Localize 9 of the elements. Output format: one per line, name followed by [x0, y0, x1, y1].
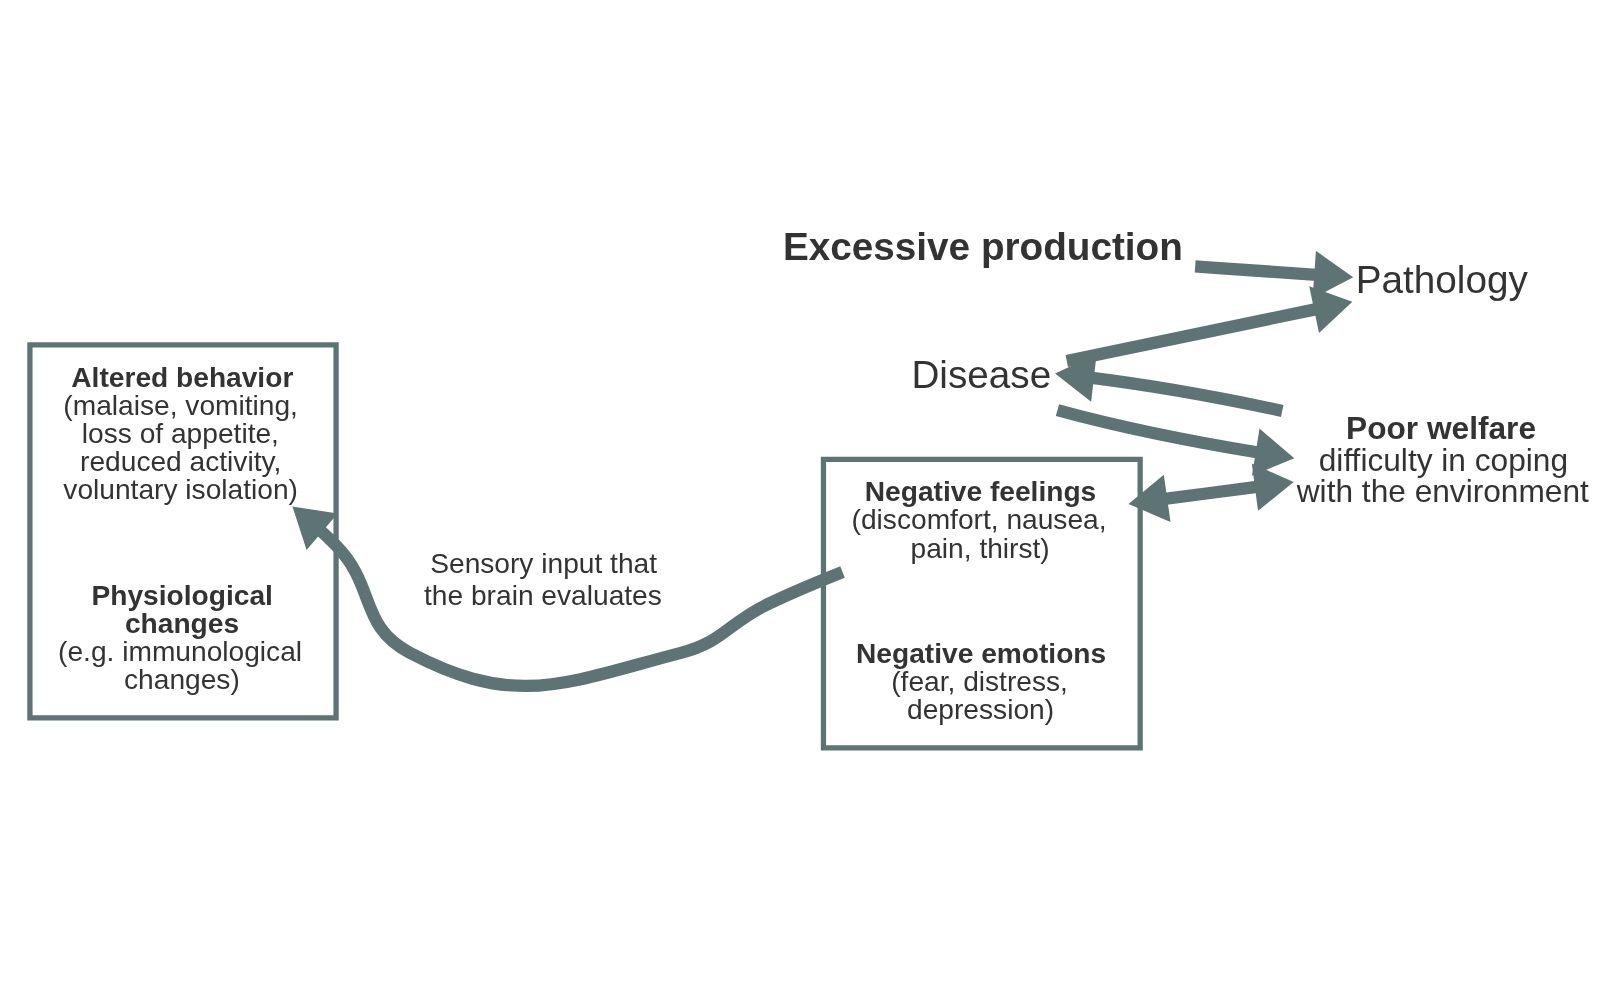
node-text: Negative emotions (fear, distress, depression): [856, 637, 1107, 725]
node-text: Sensory input that the brain evaluates: [424, 547, 662, 611]
node-text: Negative feelings (discomfort, nausea, pain, thirst): [851, 475, 1107, 564]
node-text: Pathology: [1355, 257, 1528, 301]
node-text: Excessive production: [782, 224, 1183, 268]
node-text: Disease: [911, 352, 1052, 396]
node-text: Physiological changes (e.g. immunological changes): [58, 579, 303, 695]
node-text: Poor welfare difficulty in coping with the environment: [1296, 409, 1589, 509]
node-text: Altered behavior (malaise, vomiting, loss of appetite, reduced activity, voluntary isolation): [63, 361, 298, 505]
